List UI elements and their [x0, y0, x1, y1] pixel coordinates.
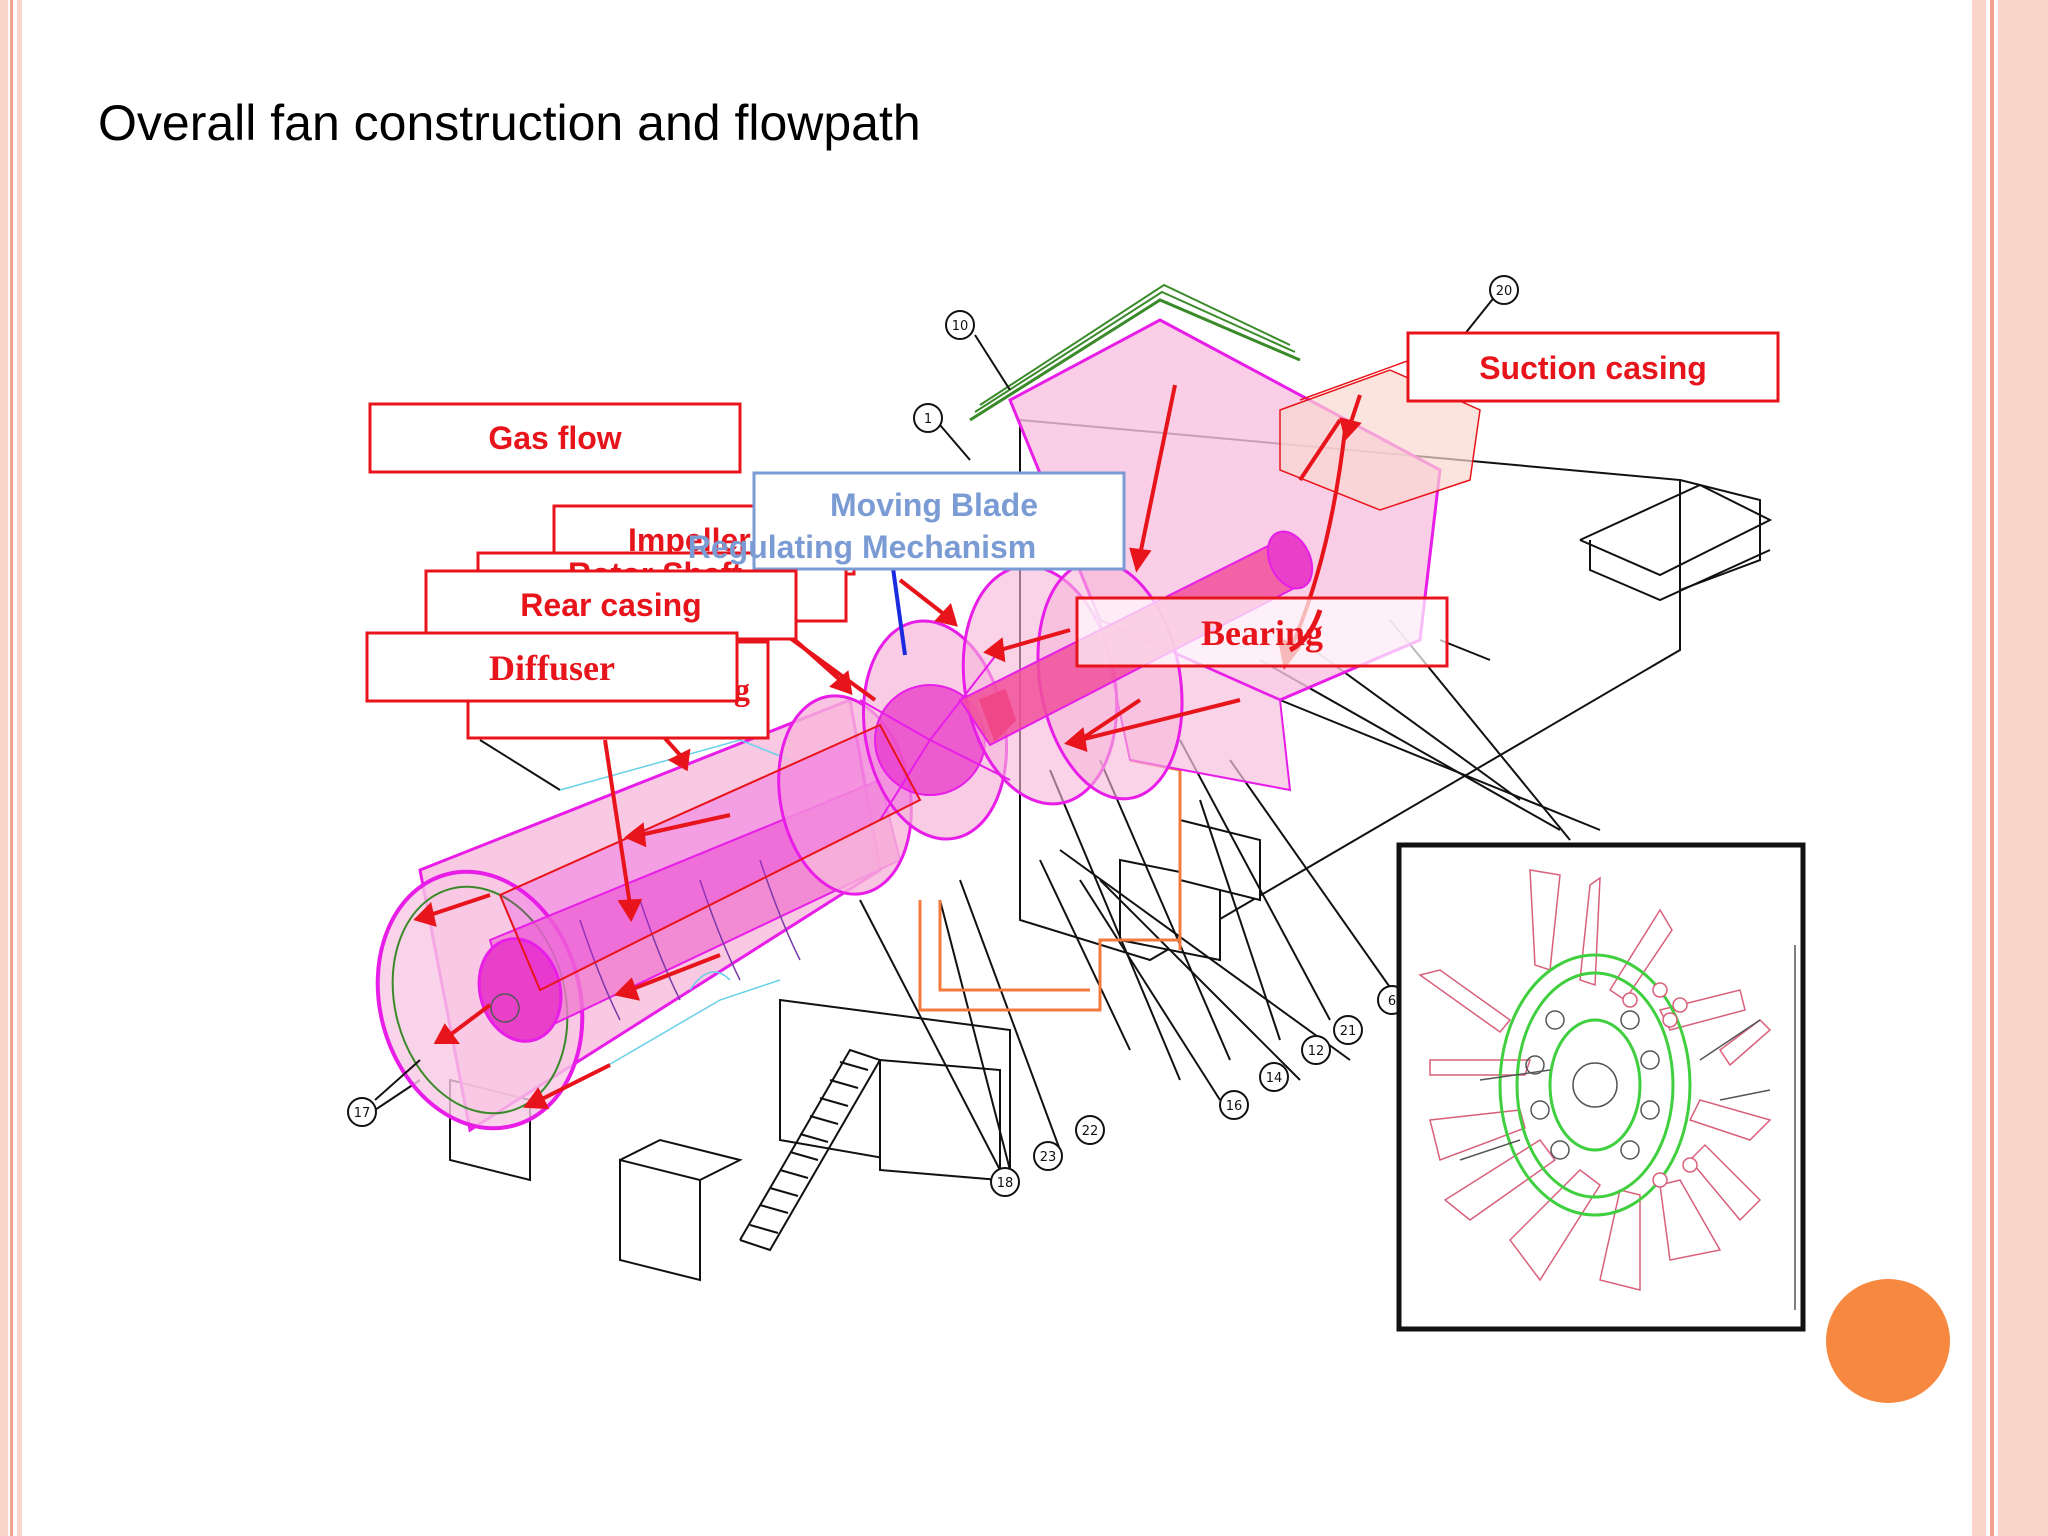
- label-diffuser: Diffuser: [365, 631, 739, 703]
- outer-cone-left: [498, 723, 922, 992]
- decorative-orange-circle: [1826, 1279, 1950, 1403]
- gas-flow-text: Gas flow: [488, 420, 621, 456]
- callout-12: 12: [1308, 1044, 1325, 1059]
- slide-title: Overall fan construction and flowpath: [98, 95, 921, 151]
- label-gas-flow: Gas flow: [368, 402, 742, 474]
- rear-casing-text: Rear casing: [520, 587, 701, 623]
- blue-leader-line: [891, 567, 907, 656]
- label-moving-blade: Moving Blade Regulating Mechanism: [688, 471, 1126, 571]
- callout-6: 6: [1388, 994, 1396, 1009]
- callout-23: 23: [1040, 1150, 1057, 1165]
- callout-markers: [347, 275, 1519, 1197]
- label-suction-casing: Suction casing: [1406, 331, 1780, 403]
- diffuser-text: Diffuser: [489, 648, 615, 688]
- moving-blade-text: Moving Blade: [830, 487, 1038, 523]
- bearing-pointer: [1288, 609, 1323, 653]
- callout-21: 21: [1340, 1024, 1357, 1039]
- callout-14: 14: [1266, 1071, 1283, 1086]
- label-bearing: Bearing: [1075, 596, 1449, 668]
- impeller-detail-inset: [1396, 842, 1806, 1332]
- cyan-outline: [559, 739, 791, 1071]
- callout-17: 17: [354, 1106, 371, 1121]
- callout-leader-arrows: [603, 394, 1362, 923]
- bearing-text: Bearing: [1201, 613, 1323, 653]
- slide-frame-left: [0, 0, 24, 1536]
- callout-numbers: 10 1 20 17 18 23 22 16 14 12 21 6: [354, 284, 1513, 1191]
- callout-1: 1: [924, 412, 932, 427]
- callout-18: 18: [997, 1176, 1014, 1191]
- callout-20: 20: [1496, 284, 1513, 299]
- slide-frame-right: [1972, 0, 2048, 1536]
- label-rear-casing: Rear casing: [424, 569, 798, 641]
- callout-10: 10: [952, 319, 969, 334]
- regulating-mechanism-text: Regulating Mechanism: [688, 529, 1037, 565]
- callout-22: 22: [1082, 1124, 1099, 1139]
- suction-casing-text: Suction casing: [1479, 350, 1707, 386]
- staircase: [739, 1048, 882, 1252]
- callout-16: 16: [1226, 1099, 1243, 1114]
